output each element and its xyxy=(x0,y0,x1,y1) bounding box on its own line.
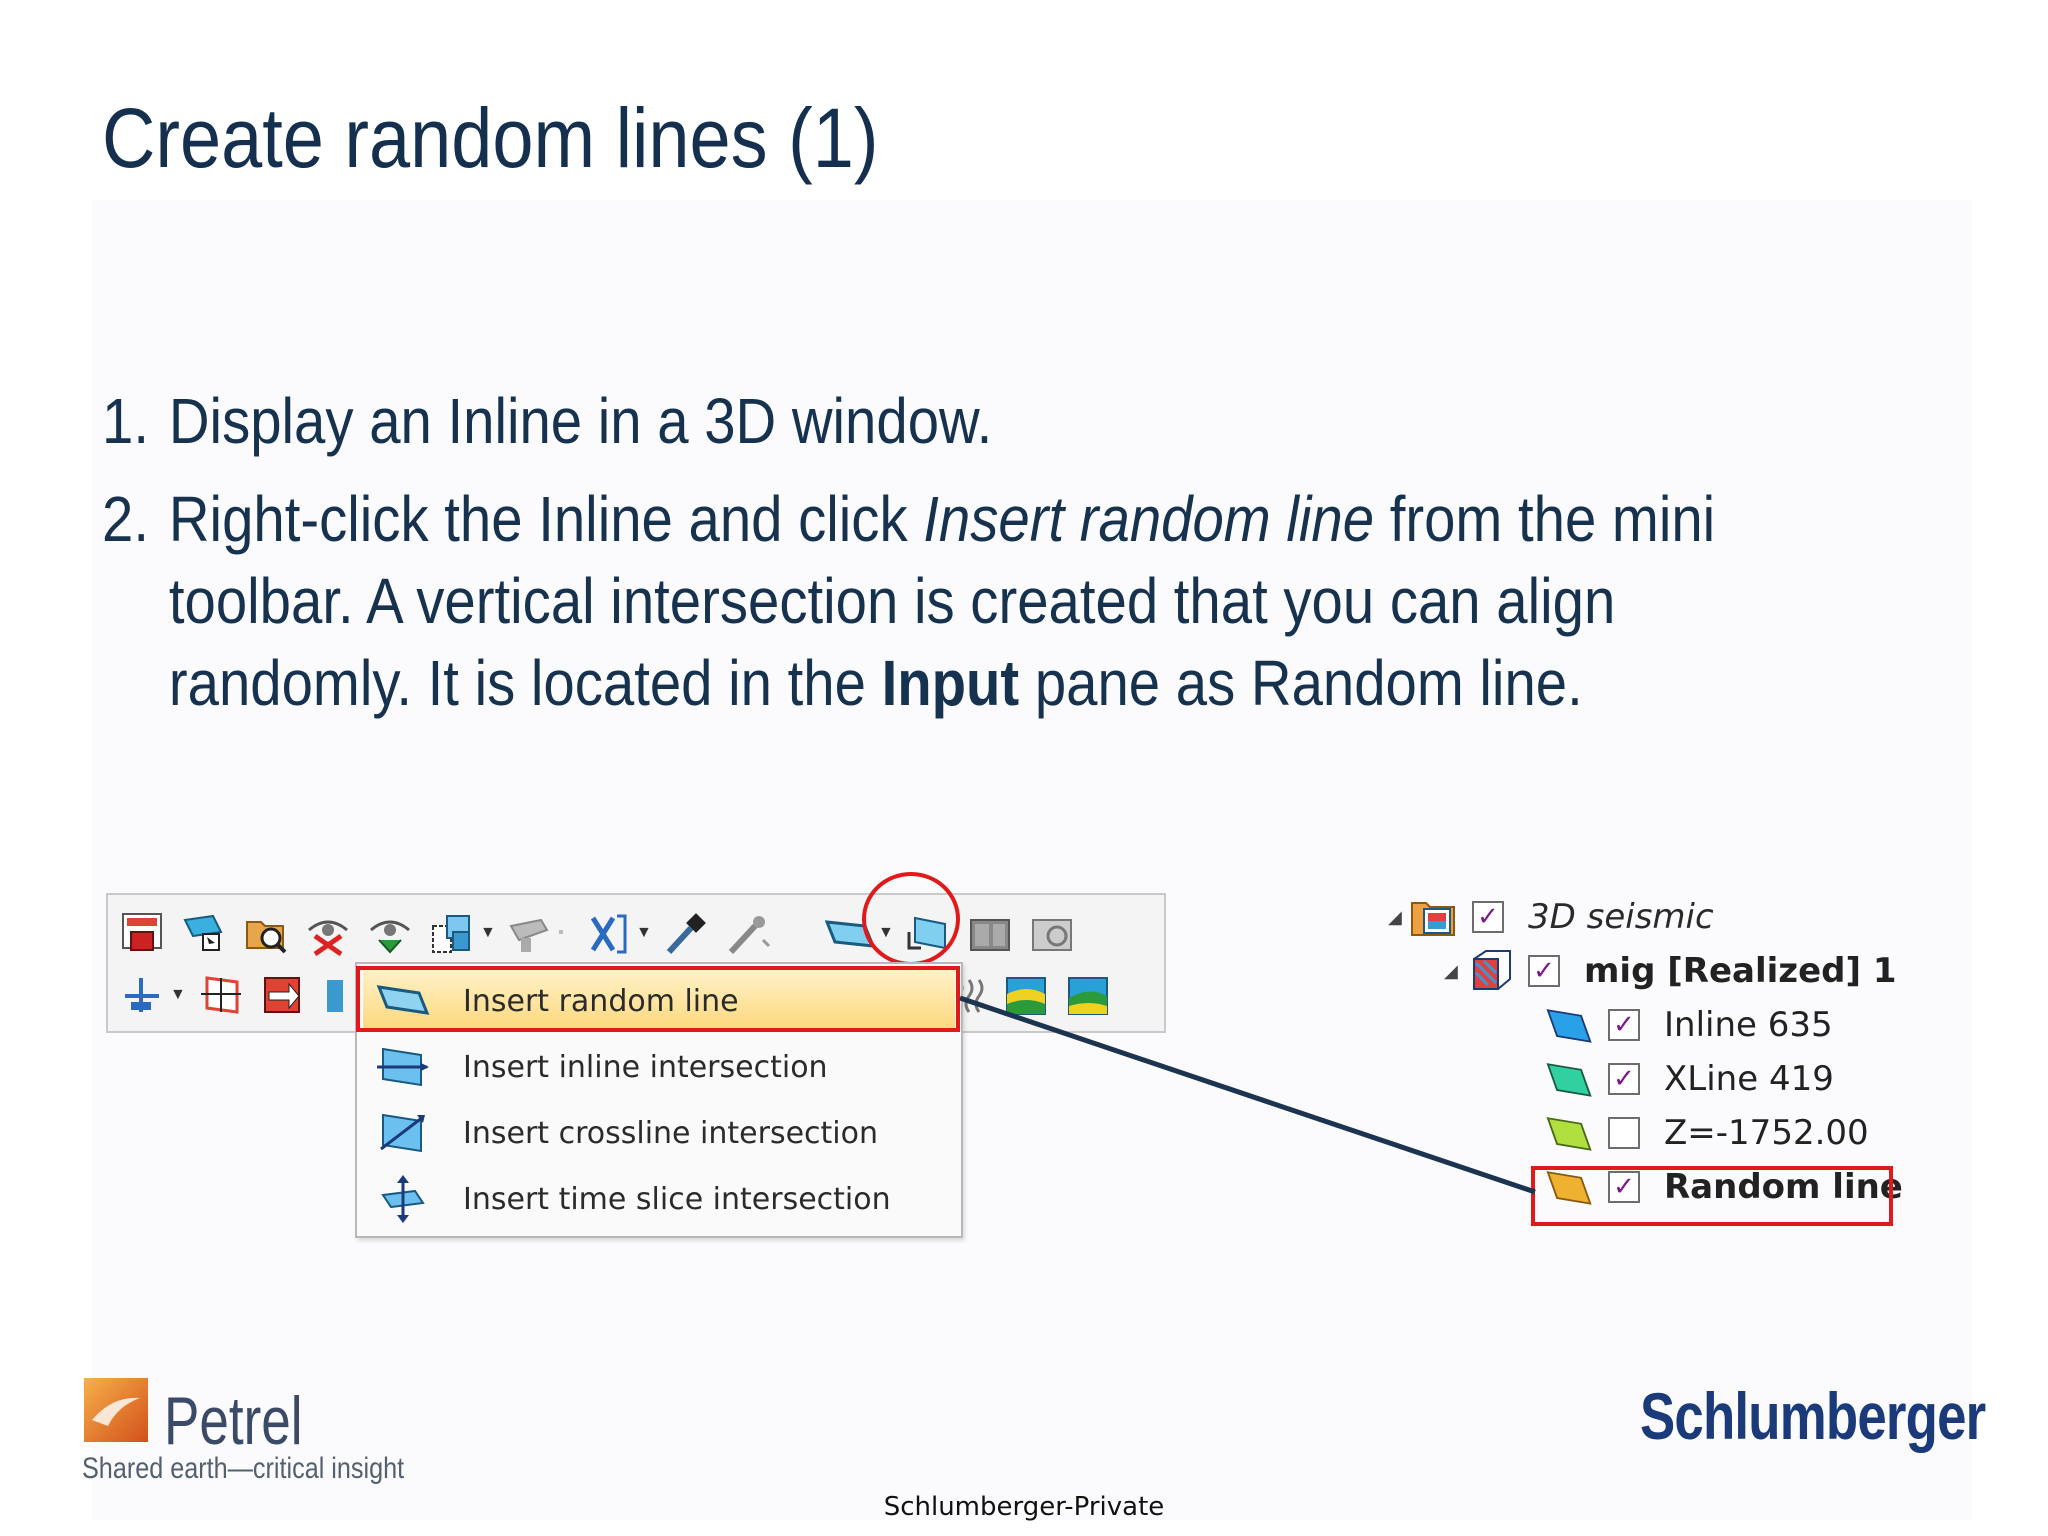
menu-item-label: Insert random line xyxy=(463,983,739,1019)
xline-icon xyxy=(1546,1057,1594,1101)
export-icon[interactable] xyxy=(256,969,308,1021)
expand-triangle-icon[interactable]: ◢ xyxy=(1388,906,1402,928)
step-number: 1. xyxy=(102,385,149,457)
zslice-icon xyxy=(1546,1111,1594,1155)
menu-item-insert-inline-intersection[interactable]: Insert inline intersection xyxy=(363,1036,955,1098)
random-line-icon xyxy=(1546,1165,1594,1209)
tree-item-label: Random line xyxy=(1664,1167,1903,1207)
expand-triangle-icon[interactable]: ◢ xyxy=(1444,960,1458,982)
tree-item-label: Z=-1752.00 xyxy=(1664,1113,1869,1153)
chevron-down-icon[interactable]: ▼ xyxy=(480,924,496,941)
camera-icon[interactable] xyxy=(504,907,556,959)
tree-item-mig-realized[interactable]: ◢ ✓ mig [Realized] 1 xyxy=(1444,944,1897,998)
wand-icon[interactable] xyxy=(722,907,774,959)
panel2-icon[interactable] xyxy=(1026,907,1078,959)
tree-item-inline[interactable]: ✓ Inline 635 xyxy=(1546,998,1833,1052)
random-line-icon xyxy=(373,975,433,1027)
tree-item-xline[interactable]: ✓ XLine 419 xyxy=(1546,1052,1834,1106)
time-slice-icon xyxy=(373,1173,433,1225)
tree-item-z-slice[interactable]: Z=-1752.00 xyxy=(1546,1106,1869,1160)
tree-item-label: Inline 635 xyxy=(1664,1005,1833,1045)
visibility-checkbox[interactable]: ✓ xyxy=(1528,955,1560,987)
toolbar-row-2: ▼ xyxy=(116,965,380,1025)
input-pane-tree: ◢ ✓ 3D seismic ◢ ✓ mig [Realized] 1 ✓ In… xyxy=(1380,890,1940,1230)
panel-icon[interactable] xyxy=(964,907,1016,959)
chevron-down-icon[interactable]: ▪ xyxy=(558,924,564,941)
step-2: 2. Right-click the Inline and click Inse… xyxy=(102,478,1756,724)
tree-item-label: 3D seismic xyxy=(1528,897,1714,937)
slide-background xyxy=(92,200,1972,1520)
menu-item-label: Insert time slice intersection xyxy=(463,1181,891,1217)
tree-item-label: mig [Realized] 1 xyxy=(1584,951,1897,991)
step-number: 2. xyxy=(102,483,149,555)
step-text-post: pane as Random line. xyxy=(1019,647,1583,719)
axis-icon[interactable] xyxy=(116,969,168,1021)
find-icon[interactable] xyxy=(240,907,292,959)
petrel-logo-mark xyxy=(84,1378,148,1442)
step-text-mid: from the mini toolbar. A vertical inters… xyxy=(168,483,1716,719)
insert-dropdown-menu: Insert random line Insert inline interse… xyxy=(355,962,963,1238)
step-text-pre: Right-click the Inline and click xyxy=(168,483,924,555)
chevron-down-icon[interactable]: ▼ xyxy=(170,986,186,1003)
inline-icon xyxy=(1546,1003,1594,1047)
visibility-checkbox[interactable] xyxy=(1608,1117,1640,1149)
visibility-checkbox[interactable]: ✓ xyxy=(1472,901,1504,933)
seismic-folder-icon xyxy=(1410,895,1458,939)
classification-label: Schlumberger-Private xyxy=(883,1492,1165,1522)
visibility-checkbox[interactable]: ✓ xyxy=(1608,1171,1640,1203)
petrel-logo: Petrel Shared earth—critical insight xyxy=(82,1370,422,1490)
step-list: 1. Display an Inline in a 3D window. 2. … xyxy=(102,380,1756,740)
tree-item-random-line[interactable]: ✓ Random line xyxy=(1546,1160,1903,1214)
cut-icon[interactable] xyxy=(582,907,634,959)
settings-icon[interactable] xyxy=(116,907,168,959)
menu-item-label: Insert crossline intersection xyxy=(463,1115,878,1151)
grid-icon[interactable] xyxy=(194,969,246,1021)
step-1: 1. Display an Inline in a 3D window. xyxy=(102,380,1756,462)
random-line-highlight-box xyxy=(1531,1166,1893,1226)
step-text: Right-click the Inline and click Insert … xyxy=(169,478,1757,724)
menu-item-insert-time-slice-intersection[interactable]: Insert time slice intersection xyxy=(363,1168,955,1230)
petrel-tagline: Shared earth—critical insight xyxy=(82,1452,405,1485)
menu-item-label: Insert inline intersection xyxy=(463,1049,828,1085)
menu-item-insert-crossline-intersection[interactable]: Insert crossline intersection xyxy=(363,1102,955,1164)
horizon-icon[interactable] xyxy=(1000,969,1052,1021)
select-icon[interactable] xyxy=(178,907,230,959)
chevron-down-icon[interactable]: ▼ xyxy=(636,924,652,941)
step-text-bold: Input xyxy=(881,647,1020,719)
tree-item-3d-seismic[interactable]: ◢ ✓ 3D seismic xyxy=(1388,890,1714,944)
show-icon[interactable] xyxy=(364,907,416,959)
petrel-wordmark: Petrel xyxy=(164,1383,303,1459)
inline-intersection-icon xyxy=(373,1041,433,1093)
highlight-circle xyxy=(862,872,960,966)
pick-icon[interactable] xyxy=(660,907,712,959)
menu-highlight-box xyxy=(356,966,960,1032)
hide-icon[interactable] xyxy=(302,907,354,959)
toolbar-row-2-right xyxy=(938,965,1124,1025)
crossline-intersection-icon xyxy=(373,1107,433,1159)
tree-item-label: XLine 419 xyxy=(1664,1059,1834,1099)
horizon2-icon[interactable] xyxy=(1062,969,1114,1021)
group-icon[interactable] xyxy=(426,907,478,959)
scale-icon[interactable] xyxy=(318,969,370,1021)
step-text-italic: Insert random line xyxy=(923,483,1375,555)
step-text: Display an Inline in a 3D window. xyxy=(168,385,993,457)
menu-item-insert-random-line[interactable]: Insert random line xyxy=(363,970,955,1032)
schlumberger-logo: Schlumberger xyxy=(1640,1379,1986,1453)
visibility-checkbox[interactable]: ✓ xyxy=(1608,1063,1640,1095)
seismic-cube-icon xyxy=(1466,949,1514,993)
visibility-checkbox[interactable]: ✓ xyxy=(1608,1009,1640,1041)
slide-title: Create random lines (1) xyxy=(102,91,879,185)
